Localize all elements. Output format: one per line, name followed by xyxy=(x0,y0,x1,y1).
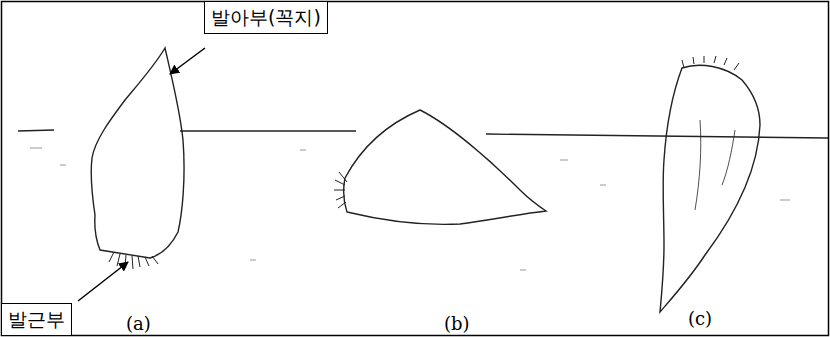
figure-label: (c) xyxy=(688,308,712,329)
garlic-clove xyxy=(660,56,760,312)
garlic-clove xyxy=(334,110,546,224)
soil-marks xyxy=(30,148,790,270)
label-box: 발근부 xyxy=(1,303,72,336)
leader-arrow xyxy=(78,48,205,301)
part-name: 발아부(꼭지) xyxy=(211,6,321,29)
label-box: 발아부(꼭지) xyxy=(204,1,328,34)
ground-line xyxy=(18,130,828,138)
figure-label: (b) xyxy=(444,313,470,334)
figure-label: (a) xyxy=(126,313,151,334)
garlic-clove xyxy=(91,48,184,269)
part-name: 발근부 xyxy=(8,308,65,331)
